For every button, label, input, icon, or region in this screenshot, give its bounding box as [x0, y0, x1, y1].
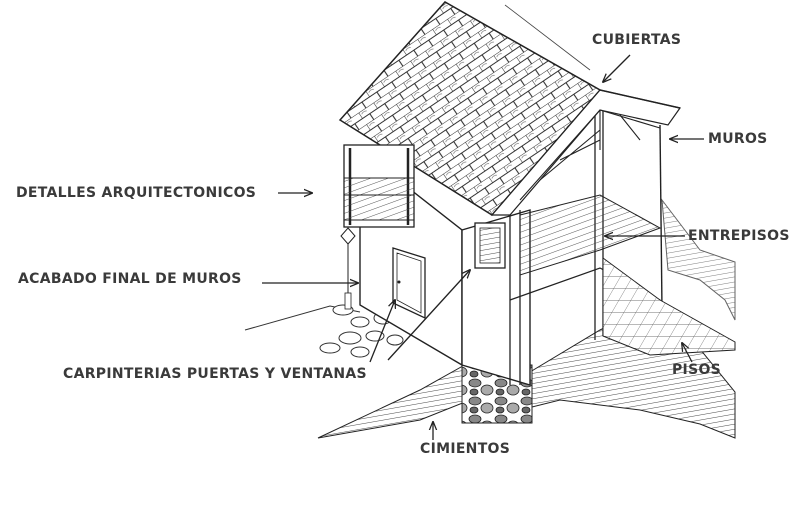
arrow-carpinterias-1 — [369, 300, 395, 363]
floor-tiles — [602, 257, 736, 356]
arrow-carpinterias-2 — [387, 270, 470, 361]
label-cubiertas: CUBIERTAS — [592, 32, 682, 48]
label-carpinterias: CARPINTERIAS PUERTAS Y VENTANAS — [63, 366, 367, 382]
roof — [338, 1, 682, 216]
label-cimientos: CIMIENTOS — [420, 441, 511, 457]
label-pisos: PISOS — [672, 362, 722, 378]
balcony — [343, 144, 415, 228]
arrow-pisos — [682, 343, 693, 363]
label-entrepisos: ENTREPISOS — [688, 228, 790, 244]
side-wall-broken — [661, 198, 736, 321]
label-acabado: ACABADO FINAL DE MUROS — [18, 271, 242, 287]
annotation-arrows — [262, 54, 704, 440]
sign-post — [340, 227, 356, 310]
entrepiso-floor — [519, 194, 662, 276]
label-detalles: DETALLES ARQUITECTONICOS — [16, 185, 257, 201]
label-muros: MUROS — [708, 131, 768, 147]
arrow-cubiertas — [603, 54, 631, 82]
window — [474, 222, 506, 269]
door — [392, 247, 426, 320]
